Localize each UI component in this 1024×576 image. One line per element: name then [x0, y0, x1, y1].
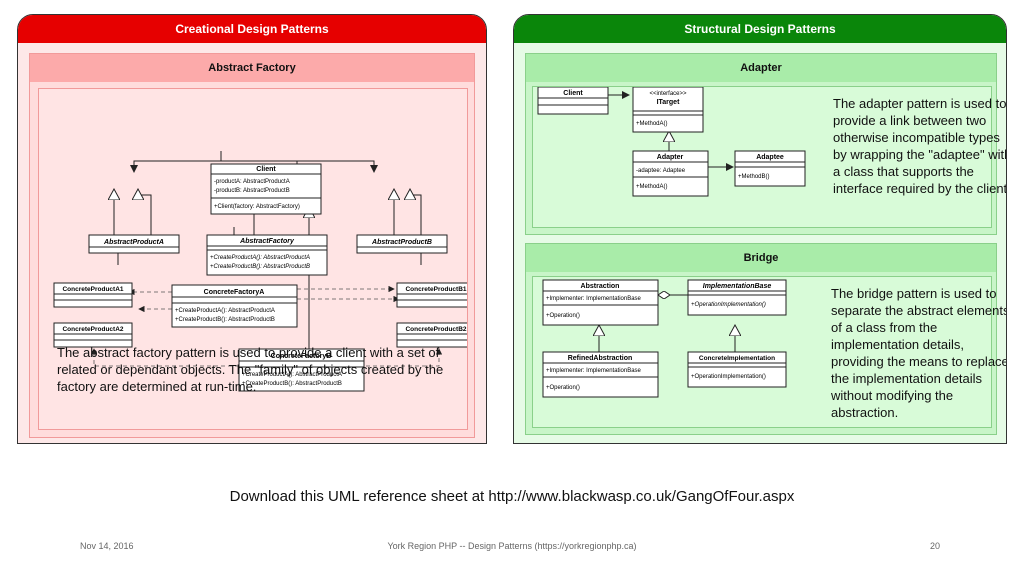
- concrete-implementation-name: ConcreteImplementation: [699, 355, 775, 362]
- abstract-factory-op-1: +CreateProductA(): AbstractProductA: [210, 255, 310, 261]
- adapter-op-1: +MethodA(): [636, 184, 668, 190]
- concrete-factory-b-op-1: +CreateProductA(): AbstractProductA: [242, 372, 342, 378]
- client-attr-2: -productB: AbstractProductB: [214, 188, 290, 194]
- implementation-base-op-1: +OperationImplementation(): [691, 302, 766, 308]
- concrete-factory-b-name: ConcreteFactoryB: [271, 353, 332, 360]
- bridge-diagram: Abstraction +Implementer: Implementation…: [542, 279, 787, 398]
- concrete-factory-a-op-1: +CreateProductA(): AbstractProductA: [175, 308, 275, 314]
- client-name: Client: [256, 166, 276, 173]
- structural-header: Structural Design Patterns: [514, 15, 1006, 43]
- abstract-factory-title: Abstract Factory: [30, 54, 474, 82]
- footer-date: Nov 14, 2016: [80, 541, 134, 551]
- concrete-implementation-class: ConcreteImplementation +OperationImpleme…: [687, 351, 787, 388]
- concrete-factory-a-op-2: +CreateProductB(): AbstractProductB: [175, 317, 275, 323]
- abstract-factory-body: Client -productA: AbstractProductA -prod…: [38, 88, 476, 430]
- creational-header: Creational Design Patterns: [18, 15, 486, 43]
- abstract-product-a-name: AbstractProductA: [103, 239, 164, 246]
- adapter-description: The adapter pattern is used to provide a…: [833, 96, 1007, 196]
- concrete-product-a2-class: ConcreteProductA2: [53, 322, 133, 348]
- adaptee-name: Adaptee: [756, 154, 784, 161]
- abstract-factory-description: The abstract factory pattern is used to …: [57, 345, 444, 394]
- footer-title: York Region PHP -- Design Patterns (http…: [387, 541, 637, 551]
- adaptee-op-1: +MethodB(): [738, 174, 770, 180]
- abstraction-op-1: +Operation(): [546, 313, 580, 319]
- concrete-product-b2-name: ConcreteProductB2: [405, 326, 466, 333]
- concrete-product-a1-name: ConcreteProductA1: [62, 286, 123, 293]
- implementation-base-class: ImplementationBase +OperationImplementat…: [687, 279, 787, 316]
- bridge-section: Bridge Abstraction +Implementer: Im: [525, 243, 1006, 435]
- creational-panel: Creational Design Patterns Abstract Fact…: [17, 14, 487, 444]
- concrete-product-a2-name: ConcreteProductA2: [62, 326, 123, 333]
- abstract-product-b-class: AbstractProductB: [356, 234, 448, 254]
- adapter-client-name: Client: [563, 90, 583, 97]
- itarget-interface: <<interface>> ITarget +MethodA(): [632, 86, 704, 133]
- concrete-product-b1-name: ConcreteProductB1: [405, 286, 466, 293]
- abstract-factory-op-2: +CreateProductB(): AbstractProductB: [210, 264, 310, 270]
- footer-page-number: 20: [930, 541, 941, 551]
- abstraction-class: Abstraction +Implementer: Implementation…: [542, 279, 659, 326]
- abstract-factory-name: AbstractFactory: [239, 238, 295, 245]
- abstract-factory-class: AbstractFactory +CreateProductA(): Abstr…: [206, 234, 328, 276]
- concrete-factory-b-op-2: +CreateProductB(): AbstractProductB: [242, 381, 342, 387]
- client-op-1: +Client(factory: AbstractFactory): [214, 204, 300, 210]
- itarget-op-1: +MethodA(): [636, 121, 668, 127]
- adapter-class: Adapter -adaptee: Adaptee +MethodA(): [632, 150, 709, 197]
- abstract-product-b-name: AbstractProductB: [371, 239, 432, 246]
- adapter-attr-1: -adaptee: Adaptee: [636, 168, 686, 174]
- concrete-product-b2-class: ConcreteProductB2: [396, 322, 476, 348]
- adapter-body: Client <<interface>> ITarget +MethodA() …: [532, 86, 1006, 228]
- refined-abstraction-op-1: +Operation(): [546, 385, 580, 391]
- refined-abstraction-class: RefinedAbstraction +Implementer: Impleme…: [542, 351, 659, 398]
- client-class-adapter: Client: [537, 86, 609, 115]
- bridge-title: Bridge: [526, 244, 996, 272]
- client-class: Client -productA: AbstractProductA -prod…: [210, 163, 322, 215]
- bridge-connectors: [599, 295, 735, 352]
- adapter-title: Adapter: [526, 54, 996, 82]
- bridge-body: Abstraction +Implementer: Implementation…: [532, 276, 1006, 428]
- concrete-product-a1-class: ConcreteProductA1: [53, 282, 133, 308]
- adapter-class-name: Adapter: [657, 154, 684, 161]
- adapter-diagram: Client <<interface>> ITarget +MethodA() …: [537, 86, 806, 197]
- refined-abstraction-attr-1: +Implementer: ImplementationBase: [546, 368, 642, 374]
- concrete-product-b1-class: ConcreteProductB1: [396, 282, 476, 308]
- refined-abstraction-name: RefinedAbstraction: [568, 355, 633, 362]
- abstract-factory-diagram: Client -productA: AbstractProductA -prod…: [53, 151, 476, 392]
- abstraction-attr-1: +Implementer: ImplementationBase: [546, 296, 642, 302]
- concrete-factory-a-class: ConcreteFactoryA +CreateProductA(): Abst…: [171, 284, 298, 328]
- client-attr-1: -productA: AbstractProductA: [214, 179, 290, 185]
- bridge-description: The bridge pattern is used to separate t…: [831, 286, 1007, 420]
- itarget-name: ITarget: [657, 99, 680, 106]
- concrete-implementation-op-1: +OperationImplementation(): [691, 374, 766, 380]
- adaptee-class: Adaptee +MethodB(): [734, 150, 806, 187]
- abstract-product-a-class: AbstractProductA: [88, 234, 180, 254]
- af-dependencies: [90, 285, 443, 367]
- structural-panel: Structural Design Patterns Adapter Cl: [513, 14, 1007, 444]
- download-link-text: Download this UML reference sheet at htt…: [229, 488, 795, 505]
- concrete-factory-b-class: ConcreteFactoryB +CreateProductA(): Abst…: [238, 348, 365, 392]
- itarget-stereotype: <<interface>>: [649, 91, 687, 97]
- implementation-base-name: ImplementationBase: [703, 283, 772, 290]
- abstract-factory-section: Abstract Factory: [29, 53, 476, 438]
- abstraction-name: Abstraction: [581, 283, 620, 290]
- adapter-section: Adapter Client: [525, 53, 1006, 235]
- concrete-factory-a-name: ConcreteFactoryA: [204, 289, 265, 296]
